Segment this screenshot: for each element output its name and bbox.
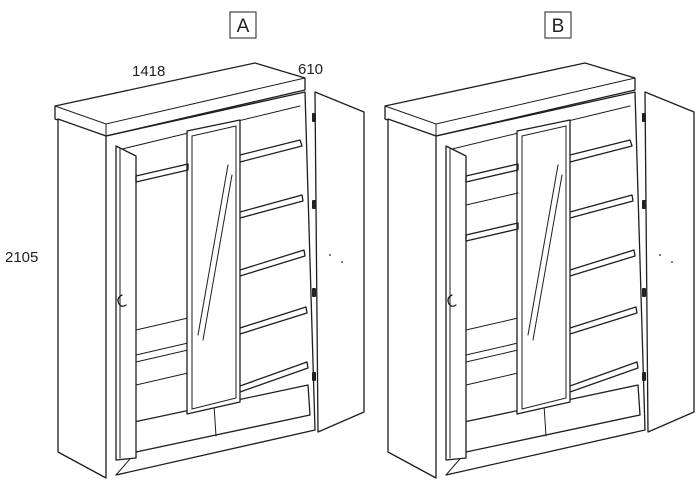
height-dimension: 2105 <box>5 249 38 266</box>
depth-dimension: 610 <box>298 61 323 78</box>
label-a: A <box>229 11 257 39</box>
wardrobe-a <box>54 62 365 479</box>
label-a-text: A <box>237 16 250 37</box>
width-dimension: 1418 <box>132 63 165 80</box>
label-b: B <box>544 11 572 39</box>
wardrobe-b <box>384 62 695 479</box>
label-b-text: B <box>552 16 565 37</box>
